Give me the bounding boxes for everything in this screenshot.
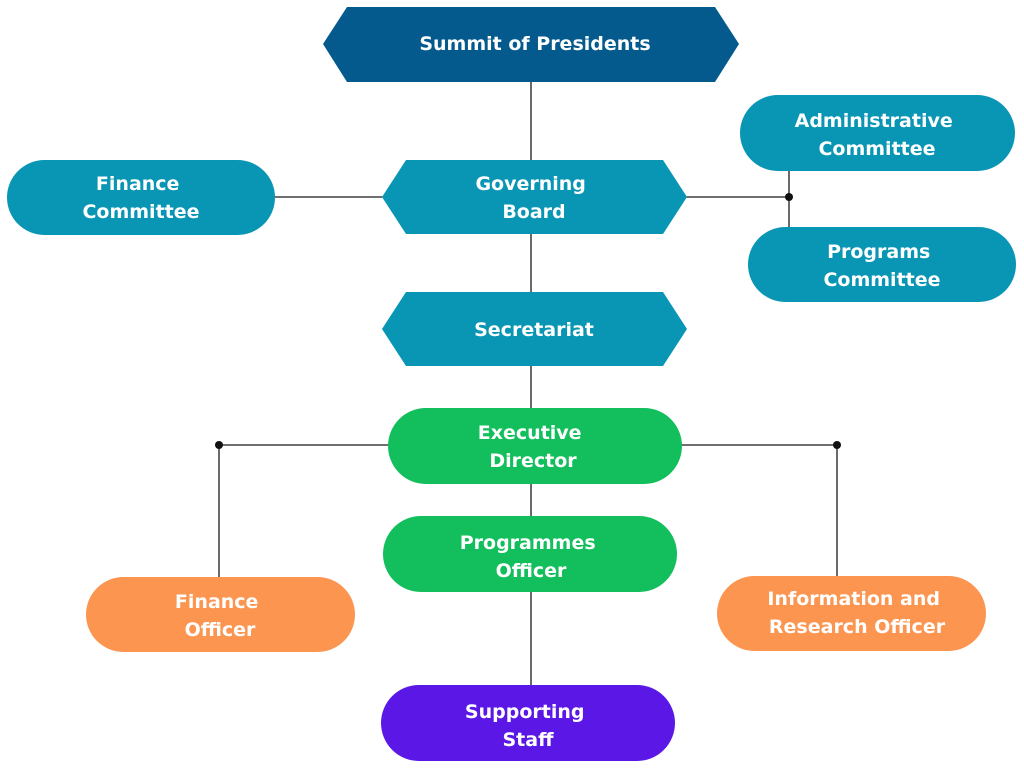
node-information-research-officer: Information and Research Officer [717,576,986,651]
connectors [215,82,841,686]
node-summit-of-presidents: Summit of Presidents [323,7,739,82]
programs-committee-pill [748,227,1016,302]
node-supporting-staff: Supporting Staff [381,685,675,761]
programs-committee-label: Programs Committee [823,241,940,291]
information-research-officer-label: Information and Research Officer [767,588,946,638]
node-executive-director: Executive Director [388,408,682,484]
administrative-committee-pill [740,95,1015,171]
node-administrative-committee: Administrative Committee [740,95,1015,171]
programmes-officer-label: Programmes Officer [460,532,603,582]
node-finance-committee: Finance Committee [7,160,275,235]
finance-committee-pill [7,160,275,235]
junction-dot-finance-officer [215,441,223,449]
junction-dot-info-officer [833,441,841,449]
finance-officer-pill [86,577,355,652]
finance-officer-label: Finance Officer [175,591,265,641]
junction-dot-committees [785,193,793,201]
information-research-officer-pill [717,576,986,651]
executive-director-pill [388,408,682,484]
node-programs-committee: Programs Committee [748,227,1016,302]
supporting-staff-pill [381,685,675,761]
finance-committee-label: Finance Committee [82,173,199,223]
administrative-committee-label: Administrative Committee [795,110,960,160]
node-programmes-officer: Programmes Officer [383,516,677,592]
node-governing-board: Governing Board [382,160,687,234]
secretariat-label: Secretariat [474,319,594,341]
summit-label: Summit of Presidents [419,33,650,55]
node-finance-officer: Finance Officer [86,577,355,652]
programmes-officer-pill [383,516,677,592]
governing-board-label: Governing Board [475,173,592,223]
executive-director-label: Executive Director [478,422,588,472]
summit-hexagon [323,7,739,82]
node-secretariat: Secretariat [382,292,687,366]
supporting-staff-label: Supporting Staff [465,701,591,751]
governing-board-hexagon [382,160,687,234]
secretariat-hexagon [382,292,687,366]
